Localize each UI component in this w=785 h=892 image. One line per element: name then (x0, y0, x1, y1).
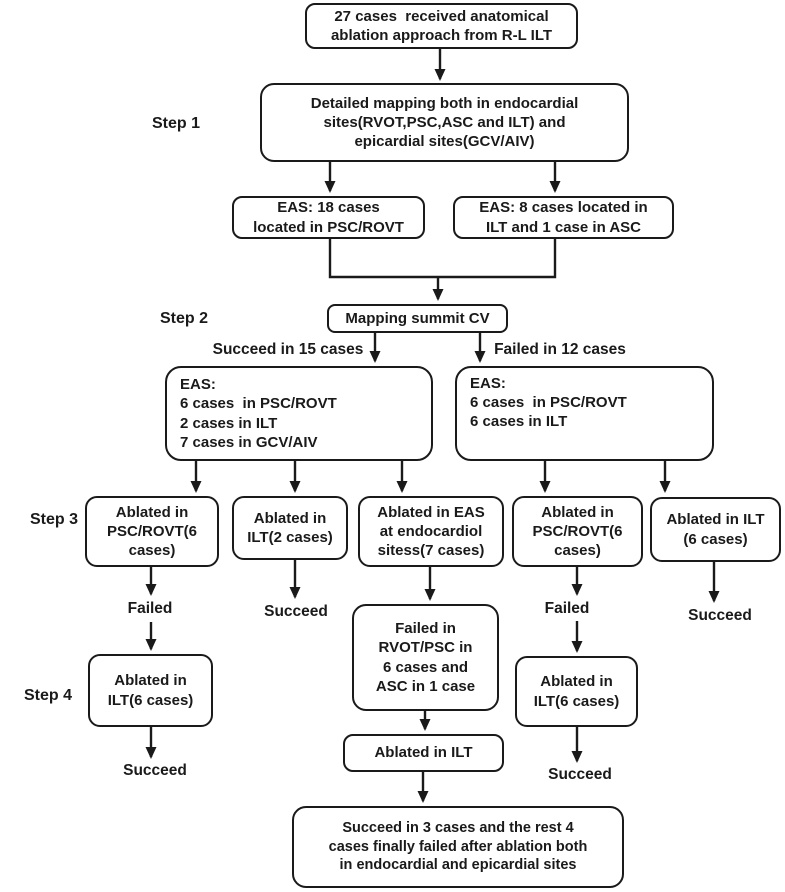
edge-label-failed-left: Failed (127, 600, 173, 617)
edge-label-succeed-ilt2: Succeed (264, 603, 328, 620)
start-box: 27 cases received anatomical ablation ap… (305, 3, 578, 49)
failed-rvot-psc-box: Failed in RVOT/PSC in 6 cases and ASC in… (352, 604, 499, 711)
ablated-psc-rovt-right-box: Ablated in PSC/ROVT(6 cases) (512, 496, 643, 567)
step4-ablated-ilt-left-box: Ablated in ILT(6 cases) (88, 654, 213, 727)
eas-succeed-branch-box: EAS: 6 cases in PSC/ROVT 2 cases in ILT … (165, 366, 433, 461)
edge-label-failed-12-cases: Failed in 12 cases (494, 341, 626, 358)
edge-label-succeed-final-right: Succeed (548, 766, 612, 783)
ablated-eas-7-cases-box: Ablated in EAS at endocardiol sitess(7 c… (358, 496, 504, 567)
eas-18-cases-box: EAS: 18 cases located in PSC/ROVT (232, 196, 425, 239)
eas-failed-branch-box: EAS: 6 cases in PSC/ROVT 6 cases in ILT (455, 366, 714, 461)
ablated-psc-rovt-left-box: Ablated in PSC/ROVT(6 cases) (85, 496, 219, 567)
step-4-label: Step 4 (23, 687, 73, 704)
final-outcome-box: Succeed in 3 cases and the rest 4 cases … (292, 806, 624, 888)
step1-mapping-box: Detailed mapping both in endocardial sit… (260, 83, 629, 162)
ablated-ilt-6-cases-box: Ablated in ILT (6 cases) (650, 497, 781, 562)
eas-8-cases-box: EAS: 8 cases located in ILT and 1 case i… (453, 196, 674, 239)
step4-ablated-ilt-right-box: Ablated in ILT(6 cases) (515, 656, 638, 727)
step-2-label: Step 2 (159, 310, 209, 327)
step-3-label: Step 3 (29, 511, 79, 528)
edge-label-succeed-15-cases: Succeed in 15 cases (212, 341, 364, 358)
edge-label-failed-right: Failed (544, 600, 590, 617)
mapping-summit-cv-box: Mapping summit CV (327, 304, 508, 333)
edge-label-succeed-final-left: Succeed (123, 762, 187, 779)
ablated-ilt-2-cases-box: Ablated in ILT(2 cases) (232, 496, 348, 560)
ablated-in-ilt-box: Ablated in ILT (343, 734, 504, 772)
step-1-label: Step 1 (151, 115, 201, 132)
edge-label-succeed-ilt6: Succeed (688, 607, 752, 624)
